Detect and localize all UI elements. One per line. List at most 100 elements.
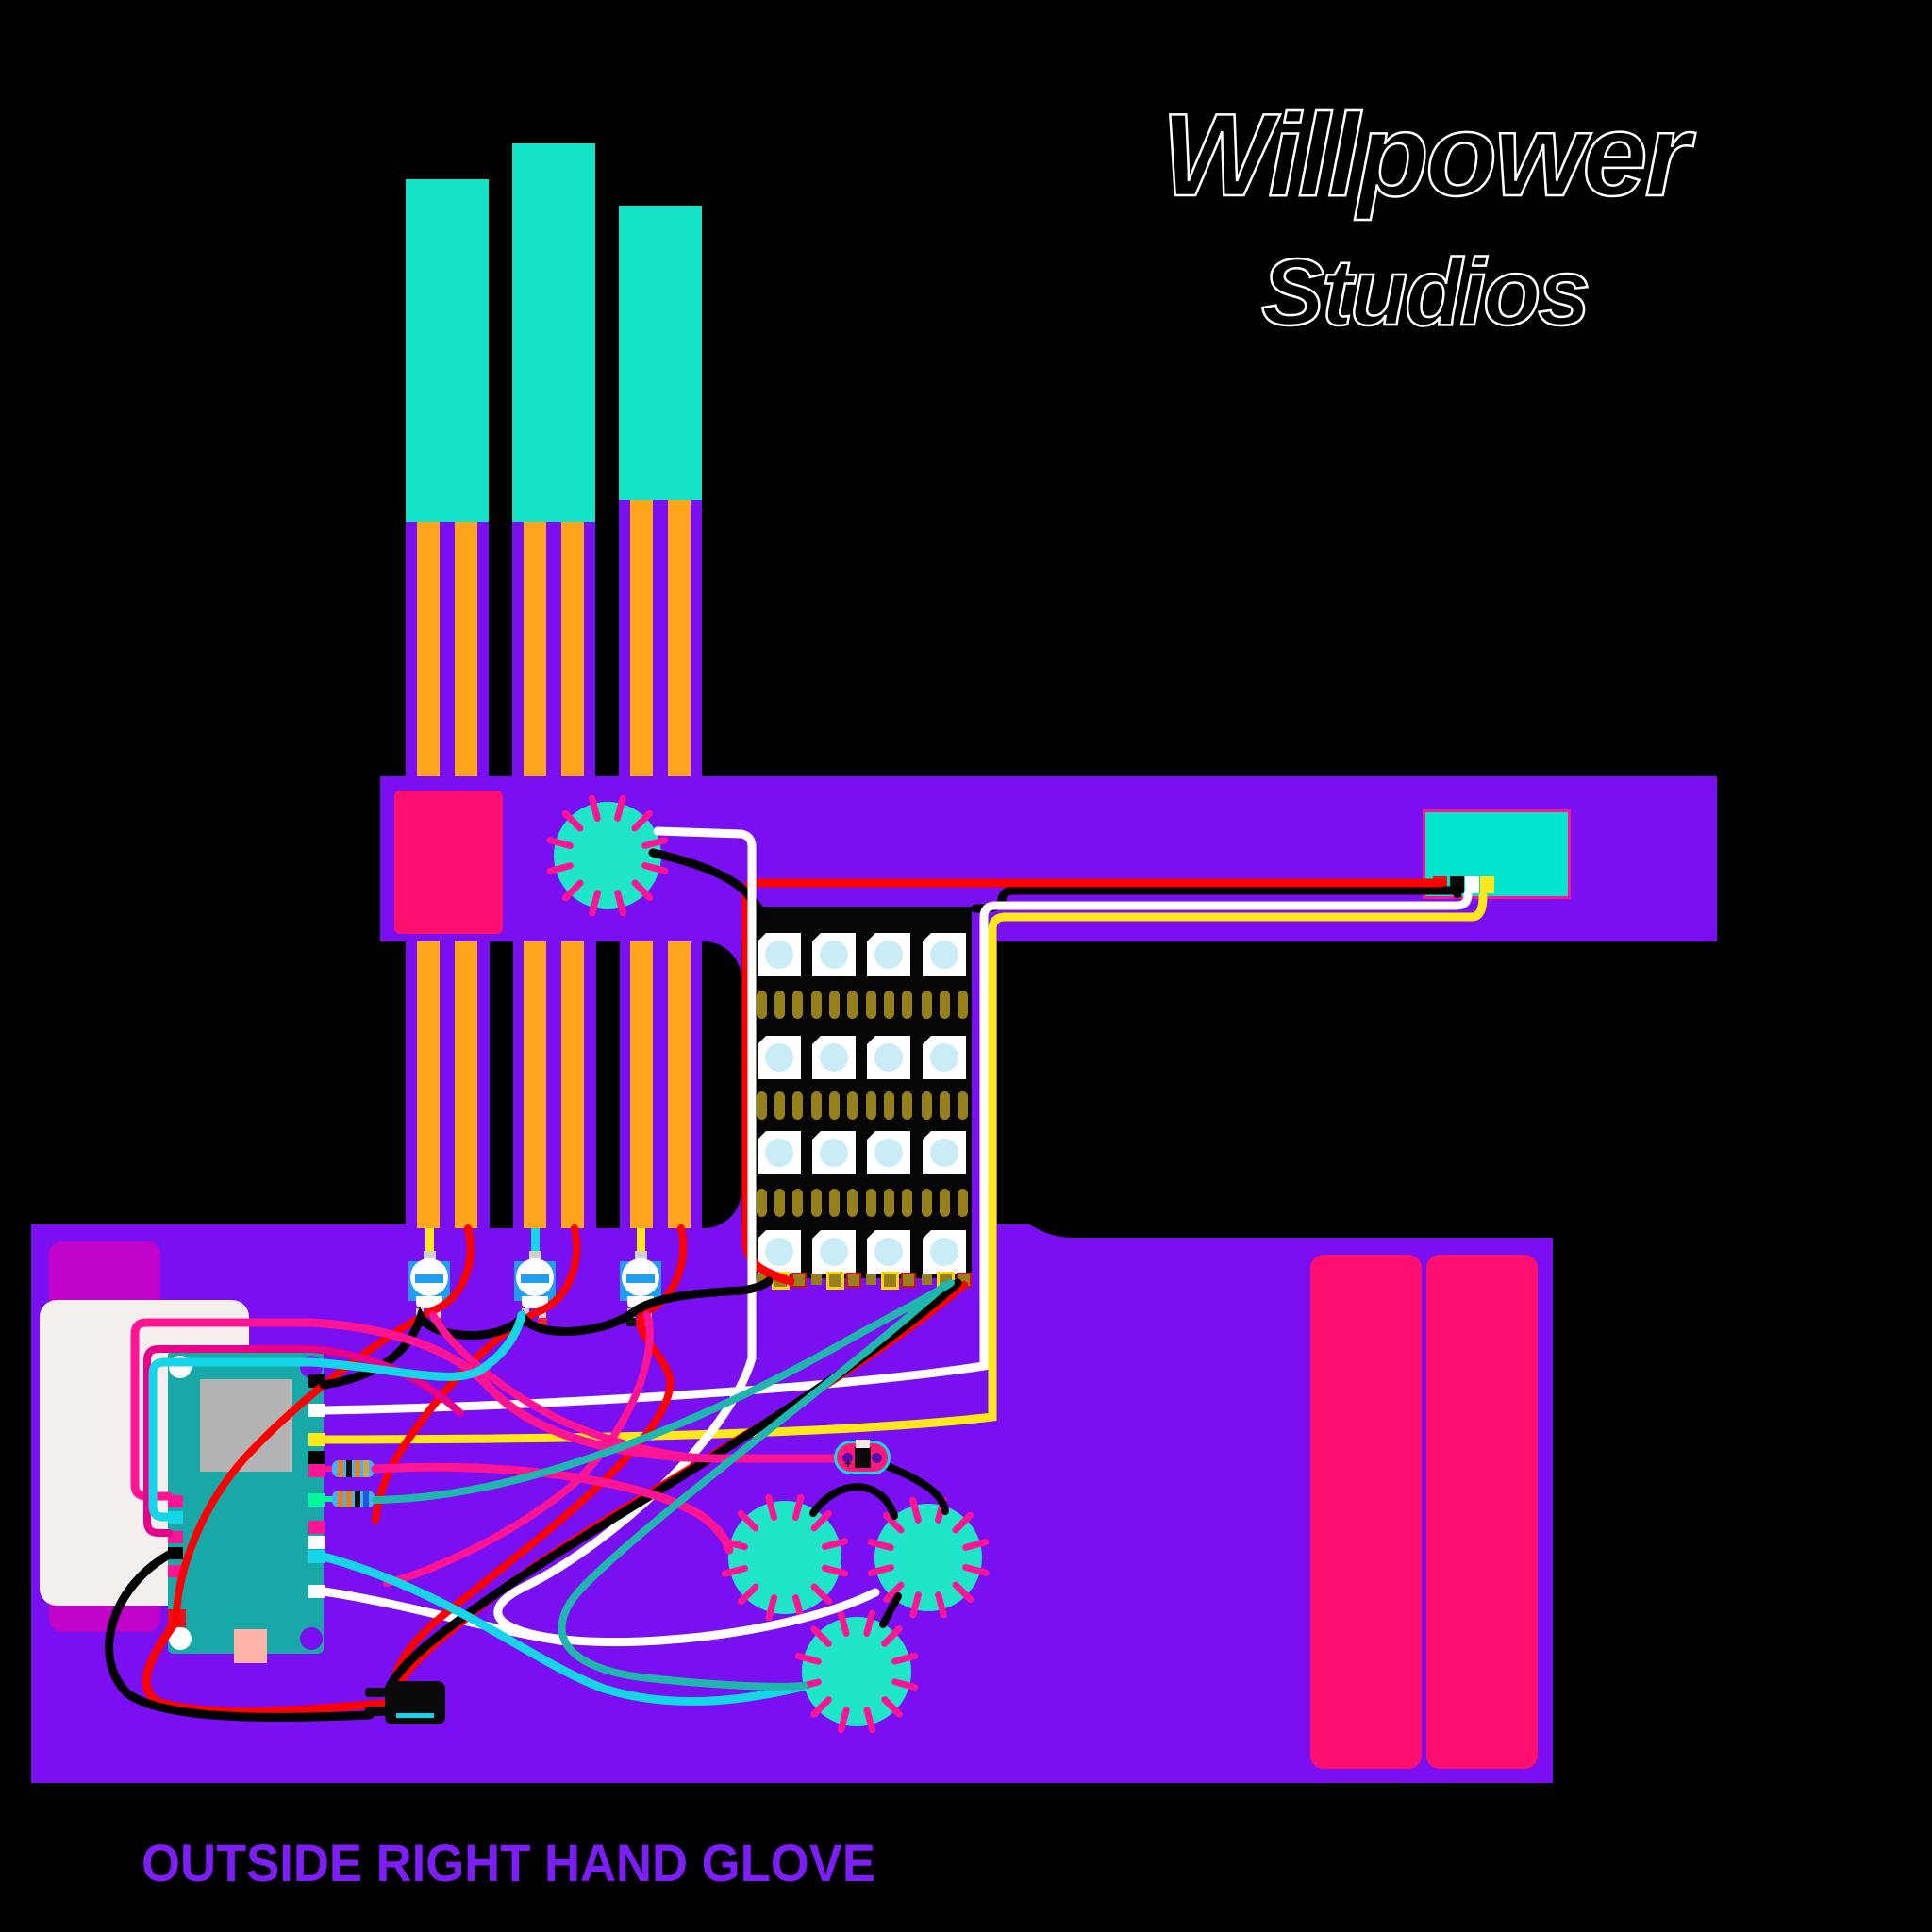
stitch-dash <box>641 862 669 874</box>
led-pixel <box>758 1036 801 1079</box>
solder-pad <box>811 1091 822 1120</box>
bottom-pad-power <box>901 1273 916 1288</box>
resistor-band <box>363 1460 369 1477</box>
stitch-dash <box>952 1511 974 1534</box>
pot-lead-wire <box>637 1228 645 1255</box>
resistor-band <box>346 1491 352 1507</box>
jst-prong <box>365 1707 386 1716</box>
stitch-dash <box>909 1496 922 1524</box>
resistor-band <box>355 1491 360 1507</box>
led-pixel <box>812 1036 856 1079</box>
stitch-dash <box>737 1583 759 1606</box>
thumb-hole-cutout <box>997 941 1932 1238</box>
pill-tab <box>856 1440 870 1448</box>
mcu-pad-right <box>308 1464 325 1477</box>
led-lens <box>930 941 958 969</box>
stitch-dash <box>810 1509 833 1532</box>
led-notch <box>758 933 766 941</box>
conductive-stripe <box>455 522 477 776</box>
stitch-dash <box>891 1678 919 1690</box>
wire-yellow-connector-to-mcu <box>321 891 1488 1444</box>
wire-red-battery-loop <box>142 1616 387 1716</box>
wire-cyan-loop-to-pot2 <box>148 1310 526 1522</box>
mcu-pad-right <box>308 1404 325 1417</box>
pot-lead-wire <box>531 1228 540 1255</box>
stitch-dash <box>881 1696 903 1718</box>
led-pixel <box>867 1131 910 1174</box>
bottom-pad-power <box>846 1273 861 1288</box>
stitch-dash <box>952 1581 974 1603</box>
palm-pad-right-1 <box>1310 1255 1422 1769</box>
bottom-pad <box>866 1274 876 1285</box>
resistor-band <box>346 1460 352 1477</box>
stitch-dash <box>561 810 584 832</box>
flex-pad-knuckle <box>394 791 503 934</box>
microcontroller-board <box>168 1350 324 1663</box>
conductive-stripe <box>417 941 440 1228</box>
finger-gap-cutout-2 <box>596 941 620 1228</box>
solder-pad <box>829 1091 840 1120</box>
stitch-dash <box>867 1539 894 1551</box>
mcu-pad-right <box>308 1433 325 1446</box>
jst-prong <box>365 1688 386 1697</box>
led-notch <box>758 1230 766 1239</box>
led-notch <box>812 1230 821 1239</box>
led-pixel <box>867 1036 910 1079</box>
solder-pad <box>847 1189 858 1217</box>
solder-pad <box>884 1091 894 1120</box>
connector-pad <box>1465 876 1479 893</box>
stitch-dash <box>909 1591 922 1619</box>
wire-magenta-loop-inner <box>143 1345 464 1537</box>
mcu-pad-right <box>308 1521 325 1534</box>
conductive-stripe <box>561 941 584 1228</box>
stitch-dash <box>935 1591 947 1619</box>
pot-slot <box>521 1274 549 1283</box>
logo-line-2: Studios <box>1260 239 1591 347</box>
solder-pad <box>958 991 968 1019</box>
wire-pink-loop-to-pill <box>130 1318 841 1501</box>
resistor-band <box>338 1460 343 1477</box>
conductive-stripe <box>455 941 477 1228</box>
wire-red-flex1-to-battery <box>173 1224 475 1617</box>
pot-tab <box>522 1296 548 1308</box>
stitch-dash <box>562 879 584 902</box>
stitch-dash <box>546 837 574 849</box>
solder-pad <box>811 1189 822 1217</box>
bottom-pad-data <box>826 1272 844 1290</box>
solder-pad <box>774 991 785 1019</box>
pot-tipL <box>626 1318 636 1326</box>
led-notch <box>923 1036 931 1044</box>
conductive-stripe <box>561 522 584 776</box>
stitch-dash <box>863 1707 876 1734</box>
solder-pad <box>958 1189 968 1217</box>
wire-black-pill-to-circle-b <box>883 1462 949 1515</box>
wire-red-flex2 <box>372 1224 581 1524</box>
thumb-web-cutout <box>702 941 741 1228</box>
led-pixel <box>867 933 910 976</box>
potentiometer-3 <box>619 1228 662 1326</box>
led-notch <box>923 933 931 941</box>
led-lens <box>820 1238 848 1266</box>
stitch-dash <box>631 809 653 832</box>
solder-pad <box>902 991 912 1019</box>
led-lens <box>765 1043 793 1072</box>
solder-pad <box>847 991 858 1019</box>
potentiometer-2 <box>513 1228 557 1326</box>
led-lens <box>765 941 793 969</box>
solder-pad <box>902 1091 912 1120</box>
solder-pad <box>792 1189 803 1217</box>
solder-pad <box>811 991 822 1019</box>
diagram-title: OUTSIDE RIGHT HAND GLOVE <box>142 1833 875 1892</box>
led-pixel <box>923 933 966 976</box>
led-notch <box>758 1131 766 1140</box>
wire-turquoise-resistor-to-led <box>372 1279 955 1504</box>
stitch-dash <box>794 1653 822 1665</box>
stitch-dash <box>810 1696 832 1718</box>
led-notch <box>812 1036 821 1044</box>
led-lens <box>820 941 848 969</box>
wire-pink-resistor-to-circle-a <box>371 1462 734 1555</box>
connector-pad <box>1480 876 1494 893</box>
wire-black-circle-a-to-b <box>809 1483 898 1520</box>
led-notch <box>867 1230 875 1239</box>
